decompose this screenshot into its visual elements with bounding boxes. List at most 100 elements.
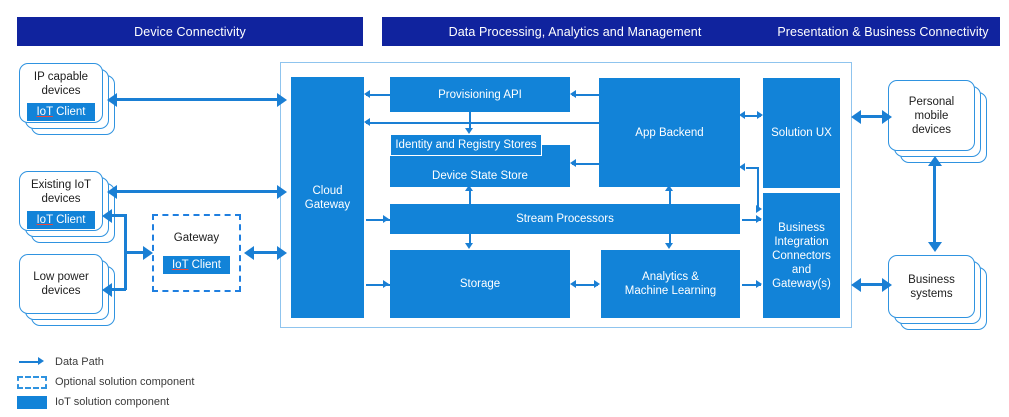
section-header-device-connectivity: Device Connectivity [17,17,363,46]
block-label: Analytics & Machine Learning [624,271,717,297]
arrowhead-right [882,109,892,124]
block-label: Solution UX [771,127,832,139]
connector-stream-to-devicestate [469,190,471,204]
connector-appbackend-solutionux [744,115,761,117]
arrowhead-left [570,279,576,288]
section-header-label: Data Processing, Analytics and Managemen… [448,24,702,39]
arrowhead-up [927,156,942,166]
arrowhead-right [882,277,892,292]
arrowhead-right [594,279,600,288]
arrowhead-down [927,242,942,252]
block-label: App Backend [635,126,704,139]
legend-item-data-path: Data Path [17,352,194,372]
connector-gateway-to-cloud [250,251,280,255]
device-card-existing-iot[interactable]: Existing IoT devices IoT Client [19,171,103,231]
arrowhead-right [756,279,762,288]
arrowhead-right [277,184,287,199]
connector-stream-to-analytics [669,234,671,245]
connector-existing-to-cloud [117,190,281,194]
device-card-business-systems[interactable]: Business systems [888,255,975,318]
connector-stream-to-bi [742,219,761,221]
iot-client-prefix: IoT [171,259,189,271]
connector-panel-to-personal-mobile [858,115,886,119]
gateway-optional-box[interactable]: Gateway IoT Client [152,214,241,292]
connector-appbackend-to-provisioning [572,94,599,96]
legend: Data Path Optional solution component Io… [17,352,194,412]
arrowhead-down [464,243,473,249]
device-card-label: Business systems [908,273,955,300]
section-header-data-processing: Data Processing, Analytics and Managemen… [382,17,768,46]
connector-panel-to-business-systems [858,283,886,287]
device-card-ip-capable[interactable]: IP capable devices IoT Client [19,63,103,123]
legend-arrow-icon [17,356,47,367]
device-card-label: Personal mobile devices [908,95,955,136]
arrowhead-right [277,245,287,260]
iot-client-suffix: Client [52,106,86,118]
arrowhead-left [364,117,370,126]
block-label: Device State Store [432,170,528,182]
block-label: Identity and Registry Stores [395,139,537,151]
block-stream-processors[interactable]: Stream Processors [390,204,740,234]
connector-cloud-to-stream [366,219,390,221]
device-card-label: IP capable devices [33,71,89,97]
arrowhead-left [102,282,112,297]
arrowhead-left [107,184,117,199]
arrowhead-left [739,162,745,171]
section-header-label: Device Connectivity [134,24,246,39]
arrowhead-right [277,92,287,107]
connector-existing-to-bus [110,214,126,218]
arrowhead-left [107,92,117,107]
section-header-label: Presentation & Business Connectivity [777,24,989,39]
arrowhead-left [851,277,861,292]
connector-provisioning-to-stores [469,112,471,130]
iot-client-prefix: IoT [36,106,53,118]
device-card-label: Low power devices [33,271,89,297]
device-card-personal-mobile[interactable]: Personal mobile devices [888,80,975,151]
device-card-low-power[interactable]: Low power devices [19,254,103,314]
block-label: Provisioning API [438,88,522,101]
connector-ip-to-cloud [117,98,281,102]
connector-provisioning-to-cloud [366,94,390,96]
block-label: Storage [459,278,501,290]
iot-client-suffix: Client [52,214,86,226]
arrowhead-left [851,109,861,124]
block-cloud-gateway[interactable]: Cloud Gateway [291,77,364,318]
arrowhead-down [464,128,473,134]
arrowhead-up [664,185,673,191]
arrowhead-right [756,204,762,213]
arrowhead-left [364,89,370,98]
connector-bus-to-gateway [124,251,146,255]
device-card-label: Existing IoT devices [30,179,92,205]
arrowhead-left [102,208,112,223]
arrowhead-left [570,89,576,98]
arrowhead-left [739,110,745,119]
block-identity-registry-stores[interactable]: Identity and Registry Stores [390,134,542,156]
connector-appbackend-to-cloud [366,122,599,124]
connector-lowpower-to-bus [110,288,126,292]
block-solution-ux[interactable]: Solution UX [763,78,840,188]
legend-label: Optional solution component [55,376,195,388]
iot-client-badge: IoT Client [27,103,95,121]
connector-cloud-to-storage [366,284,390,286]
arrowhead-right [143,245,153,260]
arrowhead-down [664,243,673,249]
block-storage[interactable]: Storage [390,250,570,318]
section-header-presentation-business: Presentation & Business Connectivity [766,17,1000,46]
arrowhead-left [570,158,576,167]
block-label: Stream Processors [516,213,614,225]
connector-bi-to-appbackend-horizontal [746,167,759,169]
block-app-backend[interactable]: App Backend [599,78,740,187]
connector-stream-to-appbackend [669,190,671,204]
legend-label: Data Path [55,356,104,368]
block-provisioning-api[interactable]: Provisioning API [390,77,570,112]
connector-appbackend-to-devicestate [572,163,599,165]
connector-analytics-to-bi [742,284,761,286]
arrowhead-left [244,245,254,260]
legend-dashed-swatch [17,375,47,389]
block-business-integration[interactable]: Business Integration Connectors and Gate… [763,193,840,318]
iot-client-badge: IoT Client [27,211,95,229]
legend-solid-swatch [17,395,47,409]
arrowhead-right [383,214,389,223]
block-analytics-machine-learning[interactable]: Analytics & Machine Learning [601,250,740,318]
